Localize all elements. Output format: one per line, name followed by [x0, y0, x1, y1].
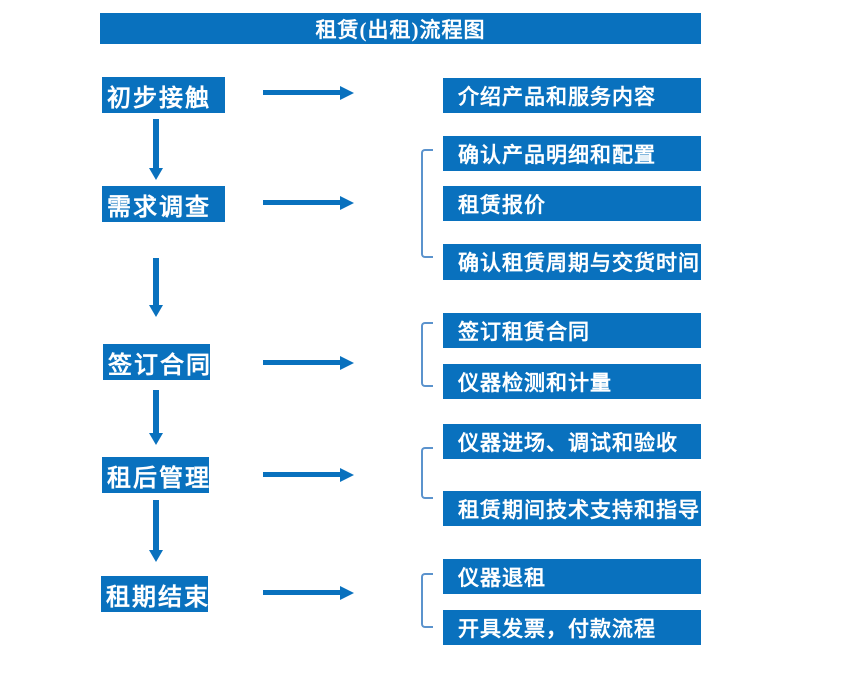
stage-box-rental-end: 租期结束: [101, 576, 208, 612]
down-arrow-icon: [149, 500, 163, 562]
detail-box-introduce-products: 介绍产品和服务内容: [443, 78, 701, 113]
down-arrow-icon: [149, 258, 163, 317]
group-bracket: [421, 149, 433, 258]
detail-box-sign-rental-contract: 签订租赁合同: [443, 313, 701, 348]
detail-box-rental-quote: 租赁报价: [443, 186, 701, 221]
right-arrow-icon: [263, 85, 354, 100]
group-bracket: [421, 447, 433, 499]
down-arrow-icon: [149, 390, 163, 445]
detail-box-instrument-return: 仪器退租: [443, 559, 701, 594]
detail-box-instrument-installation: 仪器进场、调试和验收: [443, 424, 701, 459]
detail-box-technical-support: 租赁期间技术支持和指导: [443, 491, 701, 526]
down-arrow-icon: [149, 119, 163, 180]
stage-box-initial-contact: 初步接触: [102, 77, 225, 113]
right-arrow-icon: [263, 355, 354, 370]
flowchart-title: 租赁(出租)流程图: [100, 13, 701, 44]
stage-box-demand-survey: 需求调查: [102, 186, 225, 222]
right-arrow-icon: [263, 195, 354, 210]
right-arrow-icon: [263, 467, 354, 482]
group-bracket: [421, 322, 433, 387]
group-bracket: [421, 573, 433, 628]
detail-box-instrument-testing: 仪器检测和计量: [443, 364, 701, 399]
stage-box-sign-contract: 签订合同: [103, 344, 210, 380]
detail-box-confirm-product-details: 确认产品明细和配置: [443, 136, 701, 171]
right-arrow-icon: [263, 585, 354, 600]
detail-box-confirm-rental-period: 确认租赁周期与交货时间: [443, 244, 701, 280]
stage-box-post-rental-management: 租后管理: [102, 457, 209, 493]
detail-box-invoice-payment: 开具发票，付款流程: [443, 610, 701, 645]
